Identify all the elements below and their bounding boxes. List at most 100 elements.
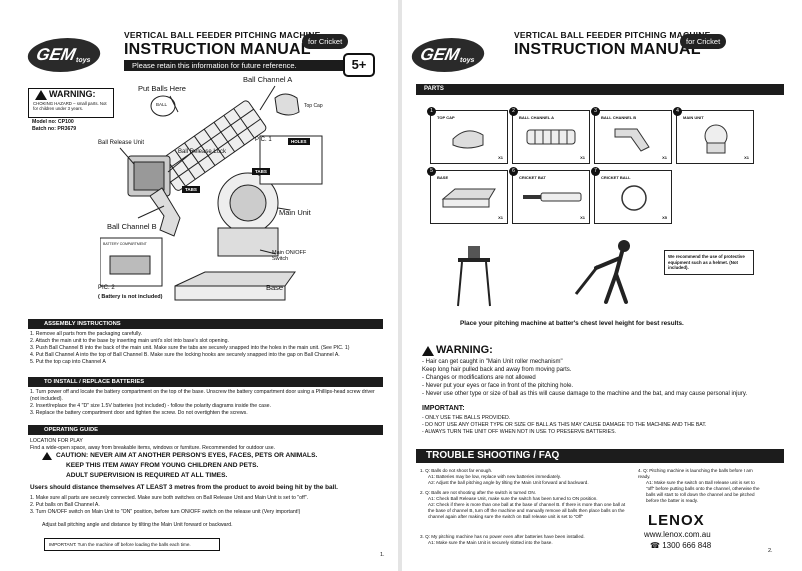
base-icon — [441, 188, 496, 208]
part-card: 1 TOP CAP X1 — [427, 107, 508, 164]
title-small: VERTICAL BALL FEEDER PITCHING MACHINE — [124, 30, 321, 40]
assembly-diagram — [100, 85, 323, 301]
caution-line-2: KEEP THIS ITEM AWAY FROM YOUNG CHILDREN … — [66, 462, 259, 469]
warning-item: - Hair can get caught in "Main Unit roll… — [422, 359, 563, 365]
operating-step: 1. Make sure all parts are securely conn… — [30, 495, 309, 501]
assembly-step: 3. Push Ball Channel B into the back of … — [30, 345, 350, 351]
warning-title: WARNING: — [436, 344, 493, 356]
faq-item: 3. Q: My pitching machine has no power e… — [420, 534, 585, 545]
battery-list: 1. Turn power off and locate the battery… — [30, 389, 385, 417]
faq-item: 4. Q: Pitching machine is launching the … — [638, 468, 760, 503]
assembly-step: 1. Remove all parts from the packaging c… — [30, 331, 143, 337]
important-item: - ONLY USE THE BALLS PROVIDED. — [422, 415, 511, 421]
warning-triangle-icon — [422, 346, 434, 356]
warning-item: - Changes or modifications are not allow… — [422, 375, 536, 381]
parts-heading: PARTS — [416, 84, 784, 95]
choking-warning-box: WARNING: CHOKING HAZARD – small parts. N… — [28, 88, 114, 118]
page-number: 2. — [768, 548, 773, 554]
warning-title: WARNING: — [49, 89, 96, 99]
battery-step: 1. Turn power off and locate the battery… — [30, 389, 375, 402]
phone-icon: ☎ — [650, 541, 660, 550]
part-card: 2 BALL CHANNEL A X1 — [509, 107, 590, 164]
place-text: Place your pitching machine at batter's … — [460, 320, 684, 327]
release-unit-label: Ball Release Unit — [98, 140, 145, 146]
battery-step: 2. Insert/replace the 4 "D" size 1.5V ba… — [30, 403, 271, 409]
channel-b-label: Ball Channel B — [107, 222, 157, 231]
part-card: 5 BASE X1 — [427, 167, 508, 224]
caution-line-3: ADULT SUPERVISION IS REQUIRED AT ALL TIM… — [66, 472, 228, 479]
channel-a-label: Ball Channel A — [243, 75, 293, 84]
cricket-ball-icon — [621, 185, 647, 211]
page-number: 1. — [380, 552, 385, 558]
warning-triangle-icon — [35, 90, 47, 100]
assembly-step: 5. Put the top cap into Channel A — [30, 359, 106, 365]
part-card: 6 CRICKET BAT X1 — [509, 167, 590, 224]
age-badge: 5+ — [343, 53, 375, 77]
assembly-list: 1. Remove all parts from the packaging c… — [30, 331, 385, 366]
part-card: 4 MAIN UNIT X1 — [673, 107, 754, 164]
protective-note: We recommend the use of protective equip… — [664, 250, 754, 275]
main-unit-label: Main Unit — [279, 208, 311, 217]
top-cap-label: Top Cap — [304, 103, 323, 109]
tabs-tag-pic1: TABS — [252, 168, 270, 175]
title-small: VERTICAL BALL FEEDER PITCHING MACHINE — [514, 30, 711, 40]
model-number: Model no: CP100 — [32, 119, 74, 125]
part-card: 3 BALL CHANNEL B X1 — [591, 107, 672, 164]
important-list: - ONLY USE THE BALLS PROVIDED. - DO NOT … — [422, 415, 767, 436]
adjust-text: Adjust ball pitching angle and distance … — [42, 522, 233, 528]
caution-line-1: CAUTION: NEVER AIM AT ANOTHER PERSON'S E… — [56, 452, 318, 459]
onoff-switch-label: Main ON/OFF Switch — [272, 250, 307, 262]
warning-list: - Hair can get caught in "Main Unit roll… — [422, 358, 787, 398]
cricket-bat-icon — [523, 192, 582, 202]
retain-banner: Please retain this information for futur… — [124, 60, 348, 71]
warning-item: Keep long hair pulled back and away from… — [422, 367, 572, 373]
release-lock-label: Ball Release Lock — [178, 149, 227, 155]
holes-tag: HOLES — [288, 138, 310, 145]
batch-number: Batch no: PR3679 — [32, 126, 77, 132]
warning-text: CHOKING HAZARD – small parts. Not for ch… — [33, 101, 107, 111]
cricket-badge: for Cricket — [302, 34, 349, 49]
important-box: IMPORTANT: Turn the machine off before l… — [44, 538, 220, 551]
assembly-heading: ASSEMBLY INSTRUCTIONS — [28, 319, 383, 329]
battery-compartment-label: BATTERY COMPARTMENT — [103, 242, 147, 246]
operating-step: 2. Put balls on Ball Channel A. — [30, 502, 100, 508]
phone-number: 1300 666 848 — [662, 541, 712, 550]
important-item: - ALWAYS TURN THE UNIT OFF WHEN NOT IN U… — [422, 429, 616, 435]
lenox-logo: LENOX — [648, 512, 705, 529]
important-title: IMPORTANT: — [422, 405, 465, 412]
operating-step: 3. Turn ON/OFF switch on Main Unit to "O… — [30, 509, 301, 515]
battery-heading: TO INSTALL / REPLACE BATTERIES — [28, 377, 383, 387]
top-cap-icon — [452, 130, 484, 149]
website: www.lenox.com.au — [644, 530, 711, 539]
faq-item: 1. Q: Balls do not shoot far enough. A1:… — [420, 468, 589, 485]
batter-illustration — [457, 240, 630, 307]
operating-heading: OPERATING GUIDE — [28, 425, 383, 435]
important-item: - DO NOT USE ANY OTHER TYPE OR SIZE OF B… — [422, 422, 707, 428]
cricket-badge: for Cricket — [680, 34, 727, 49]
caution-triangle-icon — [42, 452, 52, 460]
assembly-step: 4. Put Ball Channel A into the top of Ba… — [30, 352, 340, 358]
faq-item: 2. Q: Balls are not shooting after the s… — [420, 490, 626, 519]
distance-warning: Users should distance themselves AT LEAS… — [30, 484, 338, 491]
pic2-label: PIC. 2 — [98, 285, 115, 291]
assembly-step: 2. Attach the main unit to the base by i… — [30, 338, 229, 344]
location-text: Find a wide-open space, away from breaka… — [30, 445, 276, 451]
ball-label: BALL — [156, 102, 168, 107]
part-card: 7 CRICKET BALL X5 — [591, 167, 672, 224]
tabs-tag: TABS — [182, 186, 200, 193]
page-gutter — [398, 0, 404, 571]
title-large: INSTRUCTION MANUAL — [514, 41, 701, 58]
title-large: INSTRUCTION MANUAL — [124, 41, 311, 58]
phone-row: ☎ 1300 666 848 — [650, 541, 711, 550]
channel-a-icon — [526, 129, 576, 145]
base-label: Base — [266, 283, 284, 292]
put-balls-label: Put Balls Here — [138, 84, 186, 93]
battery-not-included: ( Battery is not included) — [98, 294, 163, 300]
pic1-label: PIC. 1 — [255, 137, 272, 143]
channel-b-icon — [614, 128, 650, 152]
warning-item: - Never use other type or size of ball a… — [422, 391, 748, 397]
